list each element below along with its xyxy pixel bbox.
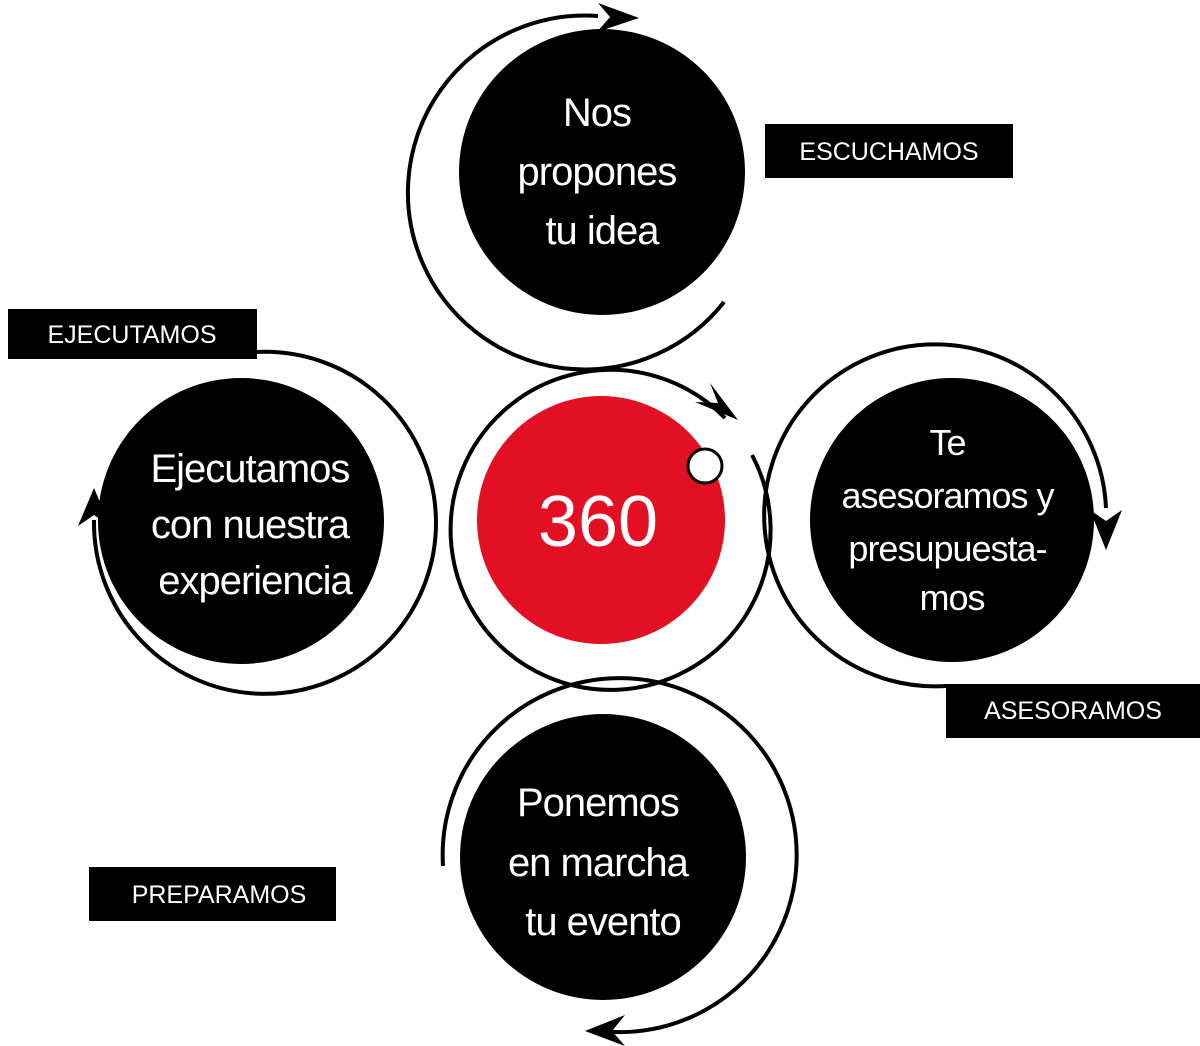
stage-right-ring-arrow xyxy=(762,342,1108,689)
center-dot xyxy=(686,447,724,485)
svg-text:Nos propones tu id: Nos propones tu idea xyxy=(518,91,687,253)
stage-top-circle xyxy=(459,29,745,315)
stage-bottom-tag xyxy=(89,867,336,921)
stage-top-arrowhead xyxy=(597,3,639,32)
stage-right-arrowhead xyxy=(1090,510,1122,550)
center-arrowhead xyxy=(695,383,738,420)
stage-right-line-3: presupuesta- xyxy=(848,528,1046,569)
stage-left-arrowhead xyxy=(78,488,110,526)
stage-right-tag-label: ASESORAMOS xyxy=(984,697,1162,725)
stage-bottom-line-3: tu evento xyxy=(525,900,681,944)
stage-top: Nos propones tu idea ESCUCHAMOS xyxy=(405,3,1013,372)
stage-right-line-1: Te xyxy=(929,422,965,463)
stage-bottom: Ponemos en marcha tu evento PREPARAMOS xyxy=(89,676,799,1046)
stage-top-tag xyxy=(765,124,1013,178)
center-circle xyxy=(477,396,725,644)
stage-top-tag-label: ESCUCHAMOS xyxy=(799,138,978,166)
stage-right: Te asesoramos y presupuesta- mos ASESORA… xyxy=(762,342,1200,738)
stage-left-ring-arrow xyxy=(91,349,438,696)
stage-top-line-2: propones xyxy=(518,150,677,194)
stage-bottom-tag-label: PREPARAMOS xyxy=(132,881,307,909)
svg-text:Ejecutamos con nuestra: Ejecutamos con nuestra experiencia xyxy=(150,447,359,603)
stage-left-tag-label: EJECUTAMOS xyxy=(48,321,217,349)
stage-left: Ejecutamos con nuestra experiencia EJECU… xyxy=(8,309,438,696)
stage-left-tag xyxy=(8,309,257,359)
stage-left-line-1: Ejecutamos xyxy=(150,447,349,491)
stage-bottom-arrowhead xyxy=(585,1015,625,1046)
center-hub: 360 xyxy=(448,367,773,692)
stage-right-line-4: mos xyxy=(919,577,984,618)
center-label: 360 xyxy=(538,482,658,562)
svg-text:Te asesoramos y pr: Te asesoramos y presupuesta- mos xyxy=(841,422,1062,618)
stage-top-line-1: Nos xyxy=(563,91,631,135)
stage-left-circle xyxy=(98,378,384,664)
stage-top-ring-arrow xyxy=(405,13,726,372)
stage-right-circle xyxy=(810,378,1094,662)
stage-top-line-3: tu idea xyxy=(545,209,660,253)
stage-bottom-line-2: en marcha xyxy=(508,841,690,885)
stage-bottom-circle xyxy=(460,714,746,1000)
svg-text:Ponemos en marcha: Ponemos en marcha tu evento xyxy=(508,781,698,944)
center-ring-arrow xyxy=(448,367,773,692)
stage-right-line-2: asesoramos y xyxy=(841,475,1054,516)
stage-left-line-3: experiencia xyxy=(158,559,353,603)
stage-right-tag xyxy=(946,684,1200,738)
stage-left-line-2: con nuestra xyxy=(151,503,351,547)
stage-bottom-line-1: Ponemos xyxy=(517,781,679,825)
stage-bottom-ring-arrow xyxy=(440,676,799,1035)
